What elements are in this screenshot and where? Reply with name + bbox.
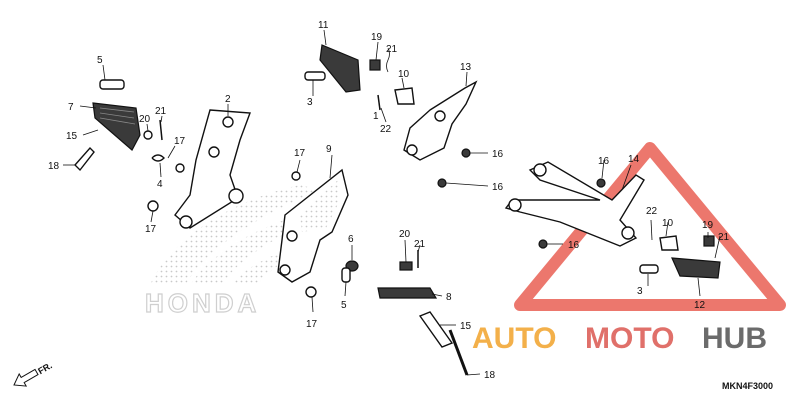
part-label-19: 19 (371, 32, 383, 43)
part-label-15: 15 (66, 131, 78, 142)
front-direction-text: FR. (36, 360, 54, 376)
part-label-17: 17 (174, 136, 186, 147)
left-bracket-assembly (74, 79, 251, 229)
part-label-3: 3 (307, 97, 313, 108)
part-label-21: 21 (414, 239, 426, 250)
part-label-22: 22 (380, 124, 392, 135)
spring-4-shape (151, 154, 165, 162)
part-label-13: 13 (460, 62, 472, 73)
right-bracket-assembly (504, 161, 721, 279)
part-label-14: 14 (628, 154, 640, 165)
part-label-17: 17 (145, 224, 157, 235)
honda-wing-logo: HONDA (144, 185, 320, 319)
part-label-1: 1 (373, 111, 379, 122)
honda-logo-text: HONDA (145, 288, 260, 318)
part-label-11: 11 (318, 20, 329, 31)
part-label-4: 4 (157, 179, 163, 190)
part-label-21: 21 (155, 106, 167, 117)
part-label-16: 16 (598, 156, 610, 167)
part-label-21: 21 (718, 232, 730, 243)
part-label-18: 18 (48, 161, 60, 172)
front-arrow-icon (13, 368, 39, 387)
upper-middle-assembly (304, 44, 478, 188)
watermark-hub: HUB (702, 322, 767, 355)
bracket-14-shape (504, 161, 645, 247)
footpeg-12-shape (671, 257, 721, 279)
part-label-20: 20 (139, 114, 151, 125)
washer-20-shape (143, 130, 153, 140)
part-label-17: 17 (306, 319, 318, 330)
rubber-15-shape (418, 311, 454, 348)
part-label-2: 2 (225, 94, 231, 105)
leader-lines (63, 29, 721, 376)
part-label-16: 16 (492, 182, 504, 193)
part-label-22: 22 (646, 206, 658, 217)
part-label-15: 15 (460, 321, 472, 332)
heel-guard-assembly (277, 168, 469, 376)
part-label-10: 10 (662, 218, 674, 229)
diagram-code: MKN4F3000 (722, 381, 773, 391)
part-label-16: 16 (568, 240, 580, 251)
part-label-5: 5 (97, 55, 103, 66)
footpeg-11-shape (319, 44, 361, 93)
part-number-labels: 5 7 15 18 2 20 21 17 4 17 11 19 21 10 3 … (48, 20, 730, 381)
part-label-16: 16 (492, 149, 504, 160)
bolt-5-shape (99, 79, 125, 90)
part-label-8: 8 (446, 292, 452, 303)
part-label-12: 12 (694, 300, 706, 311)
part-label-20: 20 (399, 229, 411, 240)
bolt-18-shape (74, 146, 95, 172)
footpeg-8-shape (377, 287, 438, 299)
part-label-18: 18 (484, 370, 496, 381)
part-label-5: 5 (341, 300, 347, 311)
part-label-10: 10 (398, 69, 410, 80)
part-label-19: 19 (702, 220, 714, 231)
watermark-text: AUTO MOTO HUB (472, 322, 767, 355)
watermark-auto: AUTO (472, 322, 556, 355)
part-label-6: 6 (348, 234, 354, 245)
part-label-9: 9 (326, 144, 332, 155)
watermark-moto: MOTO (585, 322, 674, 355)
part-label-21: 21 (386, 44, 398, 55)
footpeg-7-shape (92, 102, 141, 151)
front-direction-marker: FR. (13, 360, 54, 387)
part-label-3: 3 (637, 286, 643, 297)
part-label-7: 7 (68, 102, 74, 113)
cam-10-shape (394, 87, 415, 105)
part-label-17: 17 (294, 148, 306, 159)
